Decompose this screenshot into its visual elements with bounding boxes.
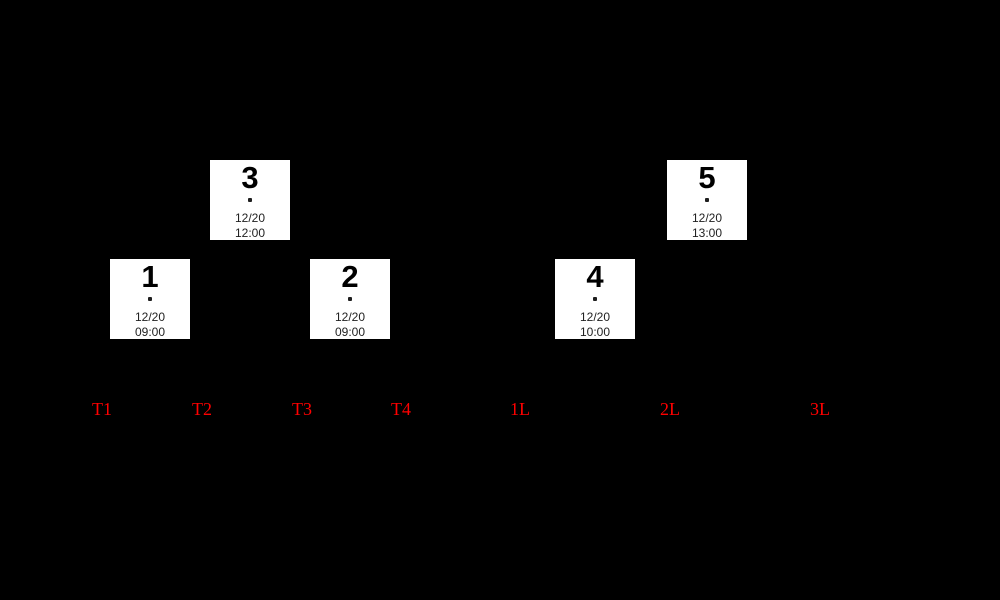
match-box[interactable]: 1 12/20 09:00 (110, 259, 190, 339)
match-box[interactable]: 3 12/20 12:00 (210, 160, 290, 240)
slot-label-2l: 2L (660, 399, 680, 419)
match-box[interactable]: 2 12/20 09:00 (310, 259, 390, 339)
match-number: 3 (241, 160, 259, 195)
slot-label-t1: T1 (92, 399, 112, 419)
match-time: 09:00 (134, 325, 166, 339)
slot-label-t3: T3 (292, 399, 312, 419)
match-date: 12/20 (334, 310, 366, 324)
slot-label-1l: 1L (510, 399, 530, 419)
slot-label-3l: 3L (810, 399, 830, 419)
slot-label-t2: T2 (192, 399, 212, 419)
match-number: 2 (341, 259, 359, 294)
separator-dot-icon (348, 297, 352, 301)
match-time: 09:00 (334, 325, 366, 339)
match-date: 12/20 (134, 310, 166, 324)
match-date: 12/20 (691, 211, 723, 225)
separator-dot-icon (705, 198, 709, 202)
match-box[interactable]: 4 12/20 10:00 (555, 259, 635, 339)
separator-dot-icon (148, 297, 152, 301)
match-time: 13:00 (691, 226, 723, 240)
match-number: 5 (698, 160, 716, 195)
match-time: 10:00 (579, 325, 611, 339)
match-number: 4 (586, 259, 604, 294)
separator-dot-icon (248, 198, 252, 202)
match-number: 1 (141, 259, 159, 294)
match-box[interactable]: 5 12/20 13:00 (667, 160, 747, 240)
match-date: 12/20 (234, 211, 266, 225)
slot-label-t4: T4 (391, 399, 411, 419)
match-date: 12/20 (579, 310, 611, 324)
separator-dot-icon (593, 297, 597, 301)
match-time: 12:00 (234, 226, 266, 240)
